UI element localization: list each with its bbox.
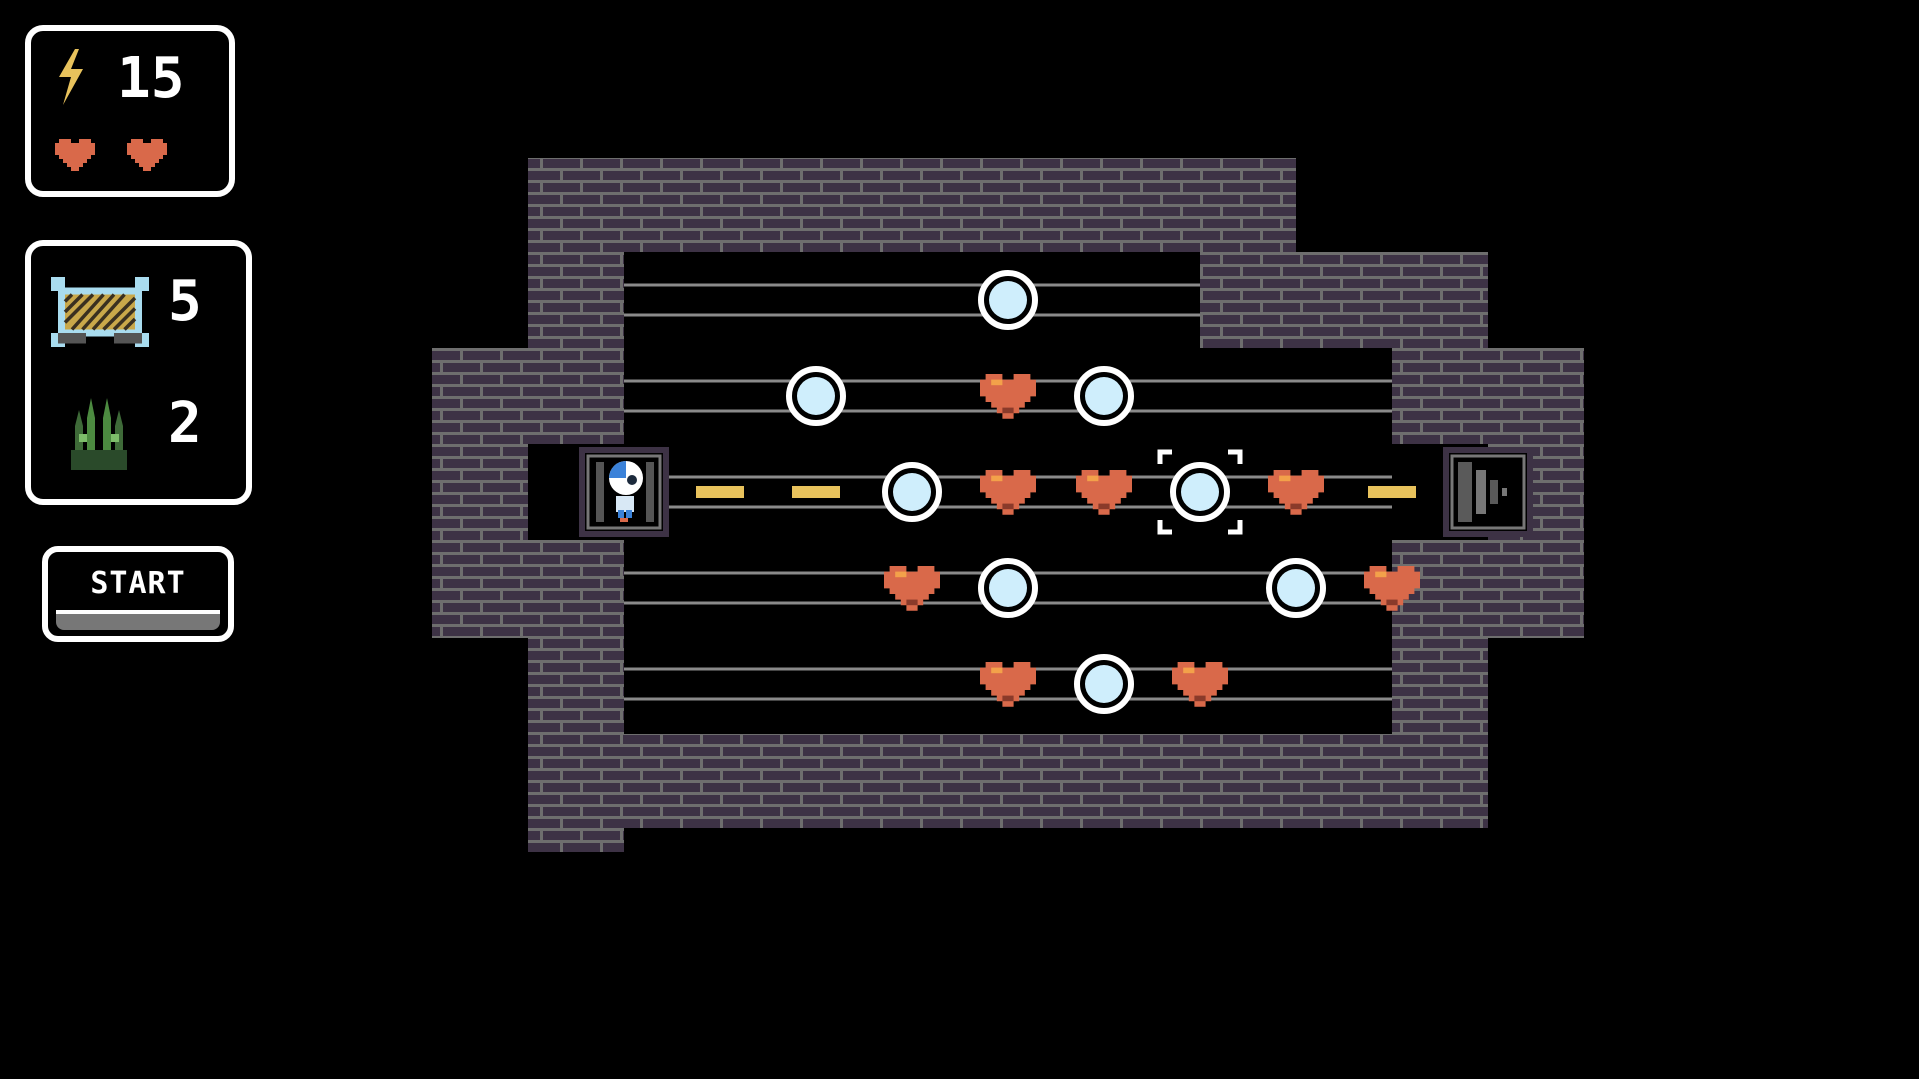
path-markers xyxy=(696,486,1416,498)
heart-pickup[interactable] xyxy=(1268,470,1324,515)
bridge-icon[interactable] xyxy=(51,270,149,354)
path-marker xyxy=(1368,486,1416,498)
heart-pickup[interactable] xyxy=(980,374,1036,419)
orbs-layer xyxy=(786,270,1326,714)
heart-pickup[interactable] xyxy=(1172,662,1228,707)
heart-pickup[interactable] xyxy=(980,662,1036,707)
start-button-base xyxy=(56,610,220,630)
orb[interactable] xyxy=(1170,462,1230,522)
bridge-count: 5 xyxy=(168,269,202,334)
plant-count: 2 xyxy=(168,391,202,456)
path-marker xyxy=(792,486,840,498)
orb[interactable] xyxy=(882,462,942,522)
brick-wall xyxy=(528,158,1296,252)
hearts-layer xyxy=(884,374,1420,707)
heart-pickup[interactable] xyxy=(1076,470,1132,515)
cursor-bracket xyxy=(1157,449,1243,535)
heart-pickup[interactable] xyxy=(1364,566,1420,611)
energy-value: 15 xyxy=(117,46,185,111)
heart-pickup[interactable] xyxy=(884,566,940,611)
inventory-panel: 5 2 xyxy=(25,240,252,505)
lightning-icon xyxy=(59,49,83,105)
plant-icon[interactable] xyxy=(67,394,131,470)
player-start-door[interactable] xyxy=(579,447,669,537)
orb[interactable] xyxy=(1074,366,1134,426)
orb[interactable] xyxy=(978,558,1038,618)
brick-wall xyxy=(1200,252,1488,348)
orb[interactable] xyxy=(978,270,1038,330)
orb[interactable] xyxy=(786,366,846,426)
exit-door-icon[interactable] xyxy=(1458,462,1507,522)
start-button[interactable]: START xyxy=(42,546,234,642)
doors-layer xyxy=(579,447,1533,537)
start-button-label: START xyxy=(90,566,186,601)
selection-cursor xyxy=(1157,449,1243,535)
exit-door[interactable] xyxy=(1443,447,1533,537)
heart-pickup[interactable] xyxy=(980,470,1036,515)
brick-wall xyxy=(528,734,1488,828)
heart-icon xyxy=(55,139,95,171)
energy-lives-panel: 15 xyxy=(25,25,235,197)
orb[interactable] xyxy=(1074,654,1134,714)
path-marker xyxy=(696,486,744,498)
orb[interactable] xyxy=(1266,558,1326,618)
robot-player-icon[interactable] xyxy=(596,461,654,522)
heart-icon xyxy=(127,139,167,171)
floor-tile xyxy=(624,252,1200,348)
